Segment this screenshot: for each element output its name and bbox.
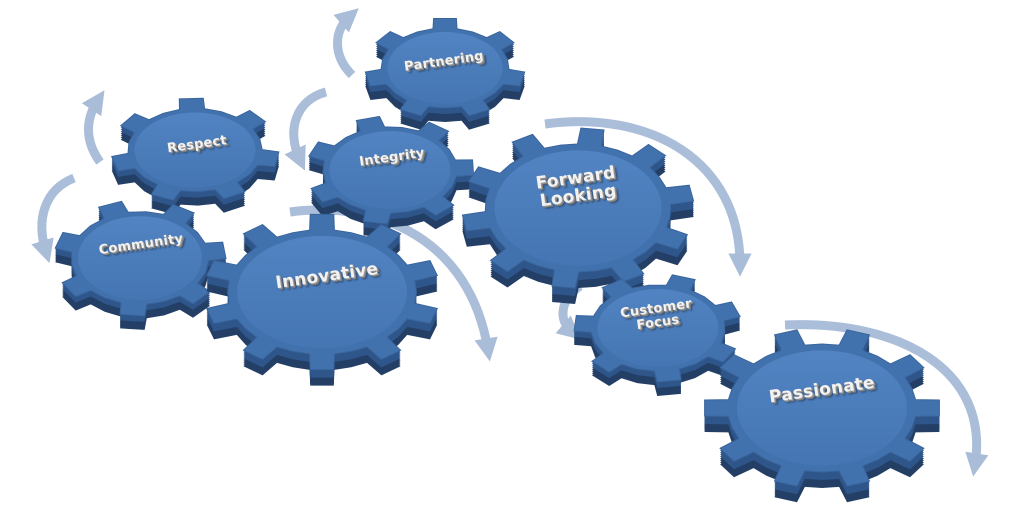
gear-partnering	[364, 18, 526, 130]
gear-community	[54, 200, 227, 330]
gear-innovative	[205, 213, 439, 386]
arrow-passionate-clockwise-icon	[784, 320, 989, 477]
gear-passionate	[704, 329, 940, 503]
gear-integrity	[308, 115, 475, 238]
gear-forward-looking	[461, 127, 695, 304]
arrow-integrity-down-icon	[284, 87, 328, 171]
arrow-forward-looking-clockwise-icon	[544, 117, 752, 277]
gear-customer-focus	[573, 274, 741, 396]
gear-respect	[110, 97, 280, 215]
arrow-respect-up-icon	[81, 90, 105, 165]
arrow-partnering-up-icon	[333, 8, 359, 79]
arrow-community-down-icon	[31, 173, 76, 264]
